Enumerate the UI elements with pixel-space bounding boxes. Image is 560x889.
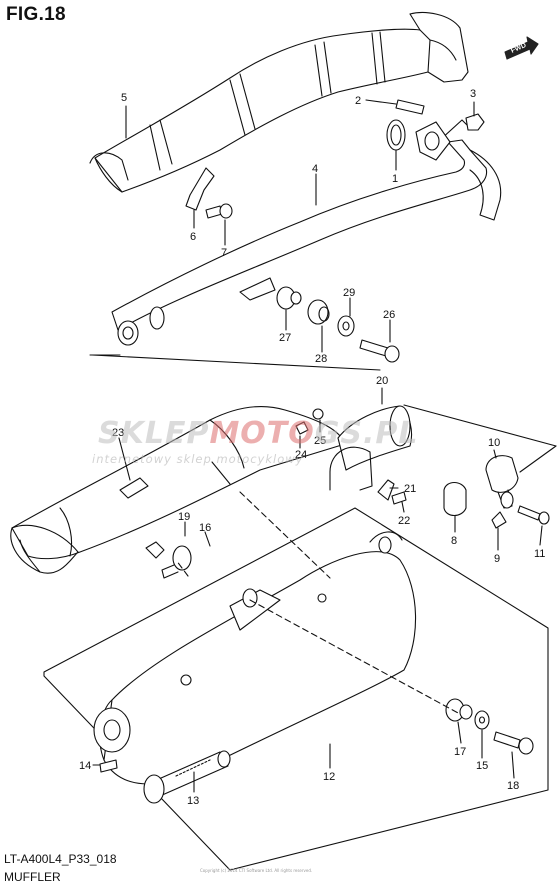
part-21-gasket (377, 479, 395, 501)
callout-4: 4 (312, 163, 318, 175)
part-2-stud (395, 99, 425, 115)
callout-28: 28 (315, 353, 327, 365)
callout-17: 17 (454, 746, 466, 758)
diagram-caption: MUFFLER (4, 870, 61, 884)
callout-2: 2 (355, 95, 361, 107)
callout-27: 27 (279, 332, 291, 344)
watermark-part2: MOTO (209, 416, 315, 451)
exhaust-flange (415, 121, 451, 161)
alignment-lines (175, 491, 461, 715)
part-19-nut (145, 541, 165, 559)
part-27-grommet (276, 286, 302, 310)
fwd-arrow-icon: FWD (504, 36, 539, 60)
part-10-clamp (485, 455, 519, 509)
watermark-logo: SKLEPMOTOGS.PL (98, 416, 419, 451)
part-11-bolt (517, 505, 550, 525)
callout-10: 10 (488, 437, 500, 449)
part-18-bolt (493, 731, 534, 755)
callout-8: 8 (451, 535, 457, 547)
part-26-bolt (359, 339, 400, 363)
callout-29: 29 (343, 287, 355, 299)
part-6-bracket (185, 167, 215, 211)
callout-16: 16 (199, 522, 211, 534)
callout-22: 22 (398, 515, 410, 527)
callout-26: 26 (383, 309, 395, 321)
part-24-nut (295, 421, 309, 435)
part-13-spark-arrester (143, 750, 231, 804)
callout-25: 25 (314, 435, 326, 447)
part-28-collar (307, 299, 330, 325)
callout-6: 6 (190, 231, 196, 243)
callout-7: 7 (221, 247, 227, 259)
plane-line-lower (43, 507, 549, 871)
figure-title: FIG.18 (6, 4, 66, 25)
callout-13: 13 (187, 795, 199, 807)
part-3-nut (465, 113, 485, 131)
callout-23: 23 (112, 427, 124, 439)
part-8-gasket (443, 481, 467, 517)
callout-14: 14 (79, 760, 91, 772)
callout-3: 3 (470, 88, 476, 100)
callout-19: 19 (178, 511, 190, 523)
part-14-bolt (99, 759, 118, 773)
callout-11: 11 (534, 548, 545, 560)
part-20-connector-pipe (329, 405, 413, 491)
part-23-lower-heat-shield (10, 406, 346, 574)
plane-line-upper (91, 354, 381, 371)
plane-line-right (403, 404, 557, 447)
part-16-grommet (161, 545, 192, 579)
watermark-part3: GS.PL (314, 416, 419, 451)
callout-20: 20 (376, 375, 388, 387)
part-7-bolt (205, 203, 233, 219)
callout-12: 12 (323, 771, 335, 783)
part-29-washer (337, 315, 355, 337)
callout-24: 24 (295, 449, 307, 461)
copyright-notice: Copyright (c) 2014 CTI Software Ltd. All… (200, 868, 313, 873)
watermark-part1: SKLEP (98, 416, 210, 451)
watermark-subtitle: internetowy sklep motocyklowy (92, 452, 304, 466)
part-9-bracket (491, 511, 507, 529)
part-1-gasket (386, 119, 406, 151)
part-22-bolt (391, 491, 407, 505)
callout-21: 21 (404, 483, 416, 495)
callout-15: 15 (476, 760, 488, 772)
diagram-code: LT-A400L4_P33_018 (4, 852, 117, 866)
part-5-upper-heat-shield (89, 11, 469, 193)
leader-lines (92, 99, 543, 793)
callout-18: 18 (507, 780, 519, 792)
part-4-exhaust-pipe (111, 119, 502, 346)
part-17-grommet (445, 698, 473, 722)
callout-9: 9 (494, 553, 500, 565)
part-25-clip (312, 408, 324, 420)
callout-labels: 5 2 3 1 4 6 7 29 26 27 28 20 23 24 25 10… (79, 88, 545, 807)
callout-1: 1 (392, 173, 398, 185)
part-12-muffler (93, 531, 417, 785)
callout-5: 5 (121, 92, 127, 104)
part-15-washer (474, 710, 490, 730)
